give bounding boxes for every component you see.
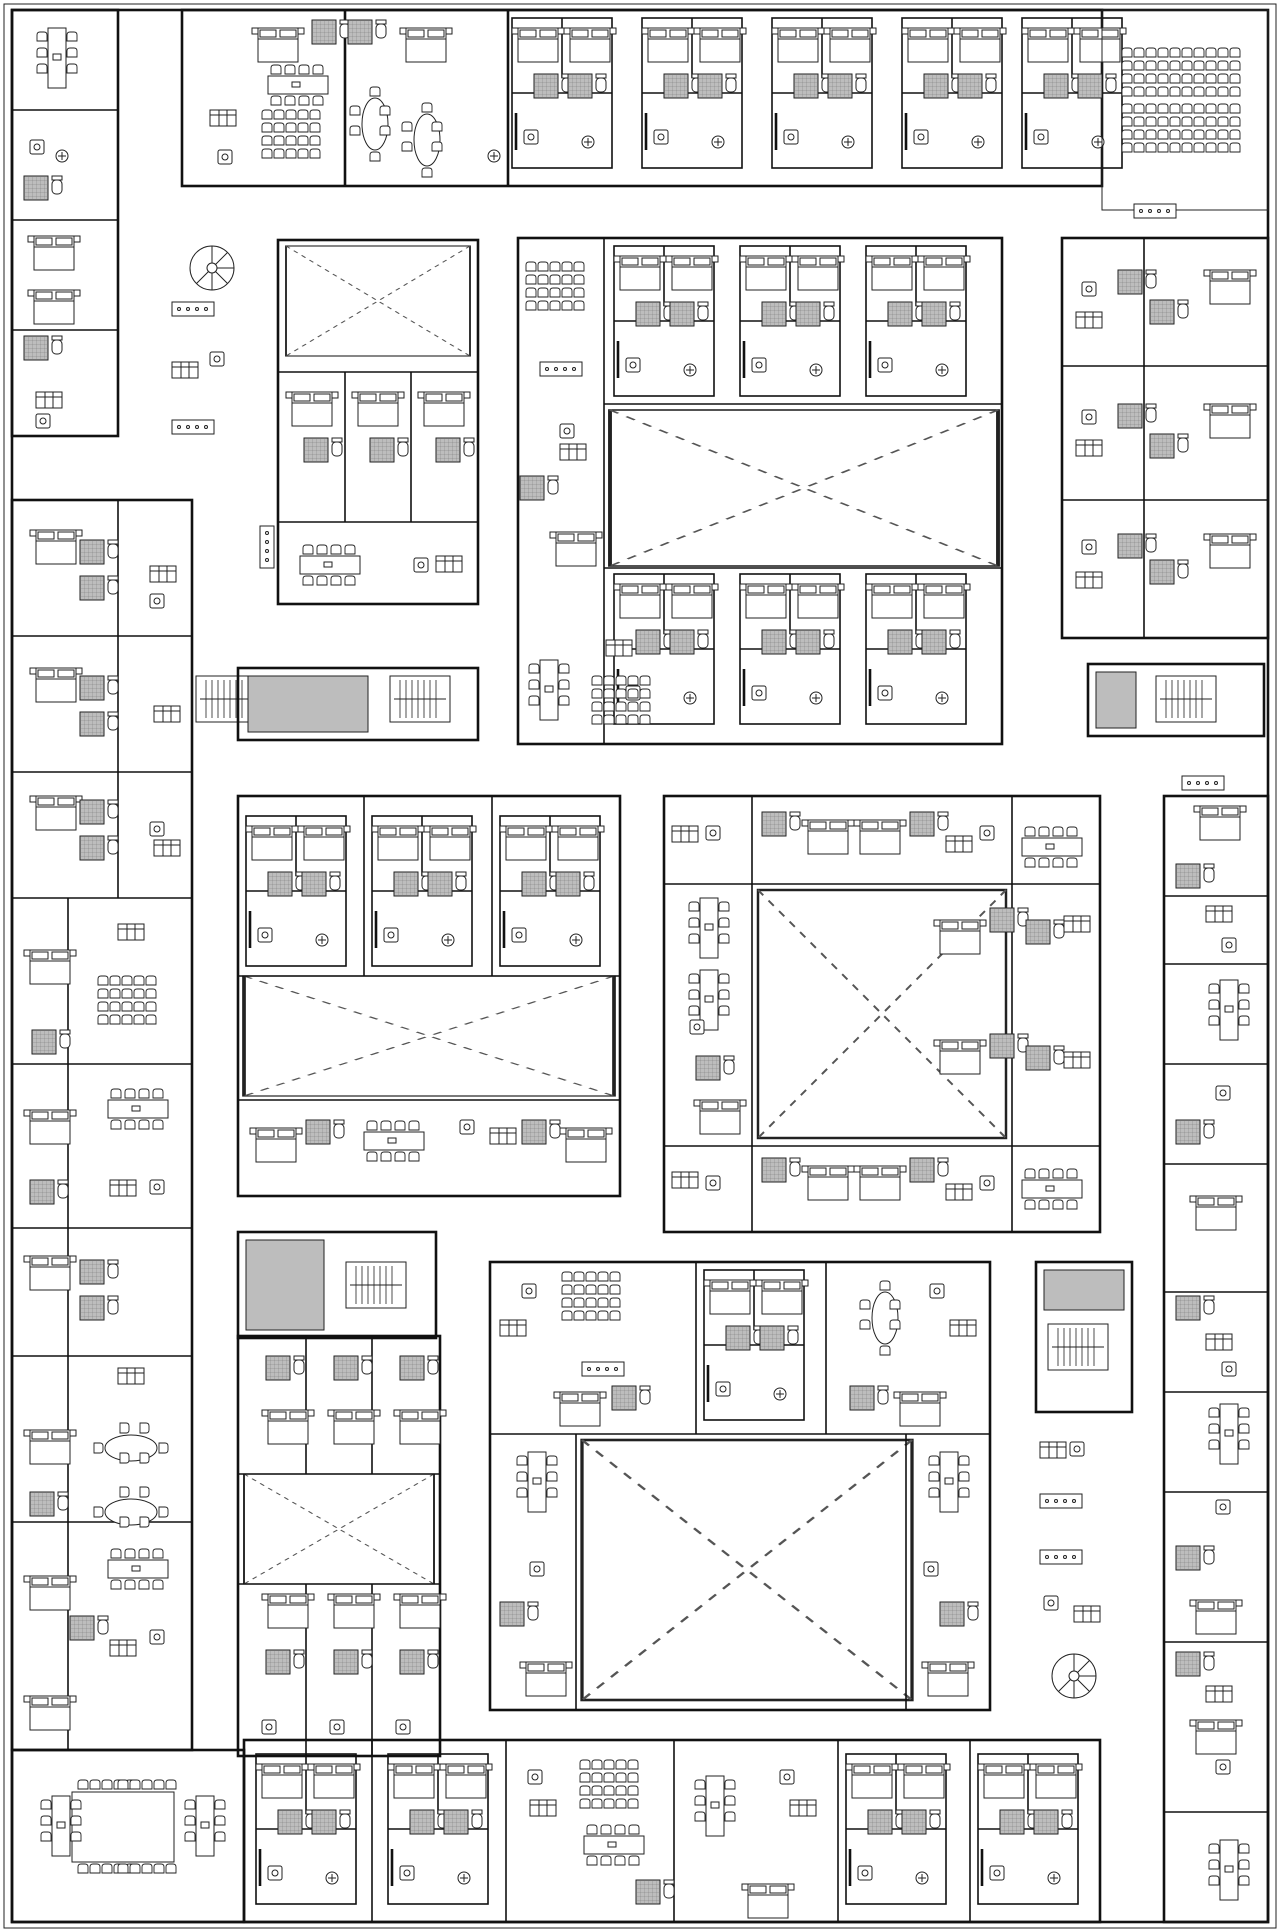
spiral-stair-icon	[189, 245, 235, 291]
block-f	[488, 1260, 992, 1712]
stair-block-a	[195, 675, 257, 723]
west-wing-lower	[10, 498, 194, 1752]
east-wing-upper	[1060, 236, 1270, 640]
block-d	[662, 794, 1102, 1234]
stair-east-upper	[1086, 662, 1266, 738]
north-wing	[180, 8, 1126, 188]
east-wing-lower	[1162, 794, 1270, 1924]
block-a	[259, 238, 480, 606]
south-wing	[10, 1738, 1102, 1924]
stair-core-east	[1034, 1260, 1134, 1414]
west-wing-upper	[10, 8, 120, 438]
block-c	[236, 794, 622, 1198]
lecture-seating-icon	[1122, 48, 1180, 96]
lecture-hall	[1101, 9, 1269, 219]
stair-core-a	[236, 666, 480, 742]
straight-stair-icon	[1155, 675, 1217, 723]
block-e	[236, 1230, 447, 1758]
block-b	[516, 236, 1004, 746]
